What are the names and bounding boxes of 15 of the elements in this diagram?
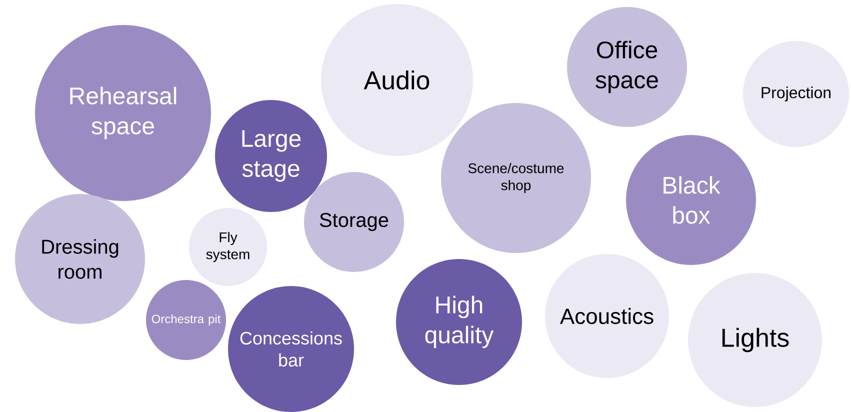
bubble: Black box (626, 135, 756, 265)
bubble: Office space (567, 7, 687, 127)
bubble: Acoustics (545, 254, 669, 378)
bubble: Orchestra pit (146, 280, 226, 360)
bubble: Audio (321, 4, 473, 156)
bubble: Storage (304, 172, 404, 272)
bubble: Lights (688, 272, 822, 407)
bubble: Scene/costume shop (441, 103, 591, 253)
bubble: Dressing room (15, 194, 146, 324)
bubble: High quality (396, 259, 522, 385)
bubble: Projection (743, 41, 849, 147)
bubble: Rehearsal space (35, 25, 211, 201)
bubble: Fly system (189, 208, 267, 286)
bubble: Large stage (215, 100, 327, 212)
bubble: Concessions bar (228, 286, 354, 412)
